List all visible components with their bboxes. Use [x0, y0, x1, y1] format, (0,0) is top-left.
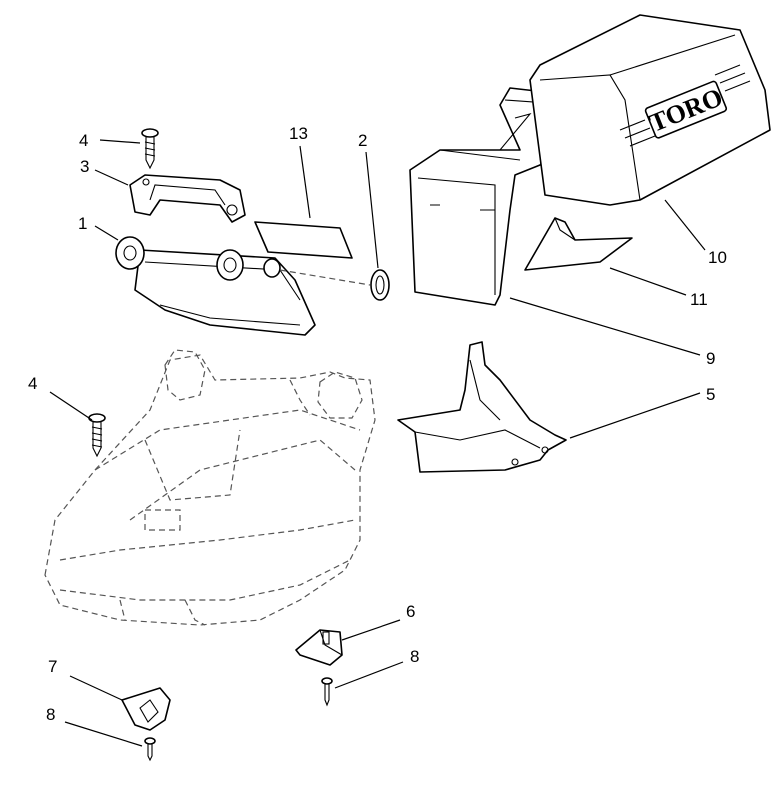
callout-4-top: 4 [79, 131, 88, 150]
part-6-bracket [295, 629, 343, 666]
leader-1 [94, 225, 119, 241]
part-3-hinge-bracket [129, 174, 246, 223]
leader-4-top [99, 139, 141, 144]
callout-7: 7 [48, 657, 57, 676]
leader-8-right [334, 661, 404, 689]
leader-3 [94, 169, 129, 186]
part-10-grass-bag: TORO [529, 14, 771, 206]
callout-13: 13 [289, 124, 308, 143]
leader-8-bottom [64, 721, 143, 747]
part-4-screw-left [88, 413, 106, 458]
callout-9: 9 [706, 349, 715, 368]
leader-4-left [49, 391, 93, 421]
callout-1: 1 [78, 214, 87, 233]
callout-3: 3 [80, 157, 89, 176]
part-5-discharge-chute [397, 341, 567, 473]
leader-5 [569, 392, 701, 439]
callout-8-bottom: 8 [46, 705, 55, 724]
part-2-clip [279, 269, 390, 301]
callout-8-right: 8 [410, 647, 419, 666]
mower-deck-outline [44, 349, 376, 626]
callout-numbers: 4 3 1 13 2 4 10 11 9 5 6 8 7 8 [28, 124, 727, 724]
callout-2: 2 [358, 131, 367, 150]
leader-11 [609, 267, 687, 296]
leader-13 [299, 145, 311, 219]
leader-2 [365, 151, 379, 269]
callout-4-left: 4 [28, 374, 37, 393]
part-8-screw-bottom [144, 737, 156, 762]
part-13-label [254, 221, 353, 259]
leader-9 [509, 297, 701, 356]
callout-6: 6 [406, 602, 415, 621]
callout-10: 10 [708, 248, 727, 267]
leader-lines [49, 139, 706, 747]
part-8-screw-right [321, 677, 333, 707]
part-7-bracket [121, 687, 171, 731]
part-11-deflector [524, 217, 633, 271]
callout-5: 5 [706, 385, 715, 404]
part-1-rear-door [115, 236, 316, 336]
leader-6 [341, 619, 401, 641]
callout-11: 11 [690, 290, 708, 309]
part-4-screw-top [141, 128, 159, 170]
leader-7 [69, 675, 123, 701]
bag-stripes [619, 64, 751, 147]
leader-10 [664, 199, 706, 251]
